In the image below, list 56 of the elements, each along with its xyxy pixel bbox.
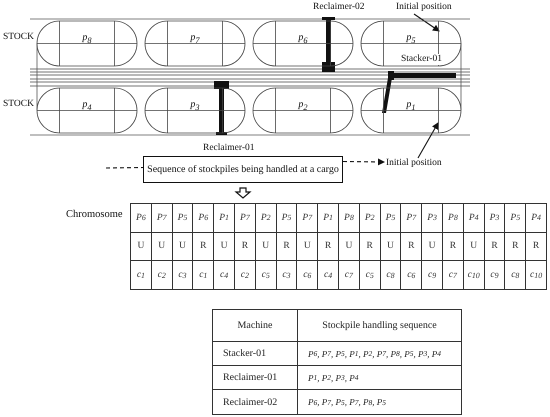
arrow — [414, 14, 440, 32]
stockpile-label: p$_{7}$ — [190, 33, 200, 46]
gene-cell: U — [152, 232, 173, 262]
gene-cell: U — [256, 232, 277, 262]
column-header: Machine — [213, 310, 298, 342]
machine-label: Stacker-01 — [401, 54, 442, 65]
stockpile-label: p$_{6}$ — [298, 33, 308, 46]
stockpile — [361, 21, 461, 66]
gene-cell: U — [172, 232, 194, 262]
position-note: Initial position — [386, 158, 442, 169]
gene-cell: R — [526, 232, 547, 262]
machine-name: Reclaimer-02 — [213, 390, 298, 414]
gene-cell: R — [505, 232, 526, 262]
process-box — [143, 156, 343, 183]
gene-cell: U — [297, 232, 318, 262]
gene-cell: R — [401, 232, 422, 262]
stockpile-label: p$_{3}$ — [190, 100, 200, 113]
stockpile-label: p$_{1}$ — [406, 100, 416, 113]
stockpile — [37, 88, 137, 133]
gene-cell: R — [318, 232, 339, 262]
gene-cell: U — [214, 232, 235, 262]
machine-label: Reclaimer-01 — [203, 143, 255, 154]
gene-cell: U — [422, 232, 443, 262]
gene-cell: R — [276, 232, 298, 262]
stockpile-label: p$_{8}$ — [82, 33, 92, 46]
stockpile-label: p$_{4}$ — [82, 100, 92, 113]
position-note: Initial position — [396, 2, 452, 13]
gene-cell: R — [484, 232, 506, 262]
gene-cell: R — [442, 232, 464, 262]
gene-cell: U — [131, 232, 152, 262]
stockpile-label: p$_{5}$ — [406, 33, 416, 46]
gene-cell: U — [464, 232, 485, 262]
stockpile — [145, 88, 245, 133]
box-text: Sequence of stockpiles being handled at a cargo — [147, 164, 339, 175]
stock-label: STOCK — [3, 32, 34, 43]
stockpile — [37, 21, 137, 66]
column-header: Stockpile handling sequence — [298, 310, 461, 342]
machine-name: Reclaimer-01 — [213, 366, 298, 390]
stockpile — [361, 88, 461, 133]
arrow — [343, 158, 385, 166]
stockpile — [145, 21, 245, 66]
chromosome-table — [130, 203, 547, 290]
gene-cell: R — [193, 232, 214, 262]
stock-label: STOCK — [3, 99, 34, 110]
row-label: Chromosome — [66, 209, 123, 222]
gene-cell: U — [338, 232, 360, 262]
gene-cell: U — [380, 232, 402, 262]
gene-cell: R — [234, 232, 256, 262]
stockpile-label: p$_{2}$ — [298, 100, 308, 113]
machine-name: Stacker-01 — [213, 342, 298, 366]
arrow — [418, 122, 438, 158]
machine-label: Reclaimer-02 — [313, 2, 365, 13]
stockpile — [253, 21, 353, 66]
gene-cell: R — [360, 232, 381, 262]
hollow-arrow — [234, 187, 252, 199]
stockpile — [253, 88, 353, 133]
